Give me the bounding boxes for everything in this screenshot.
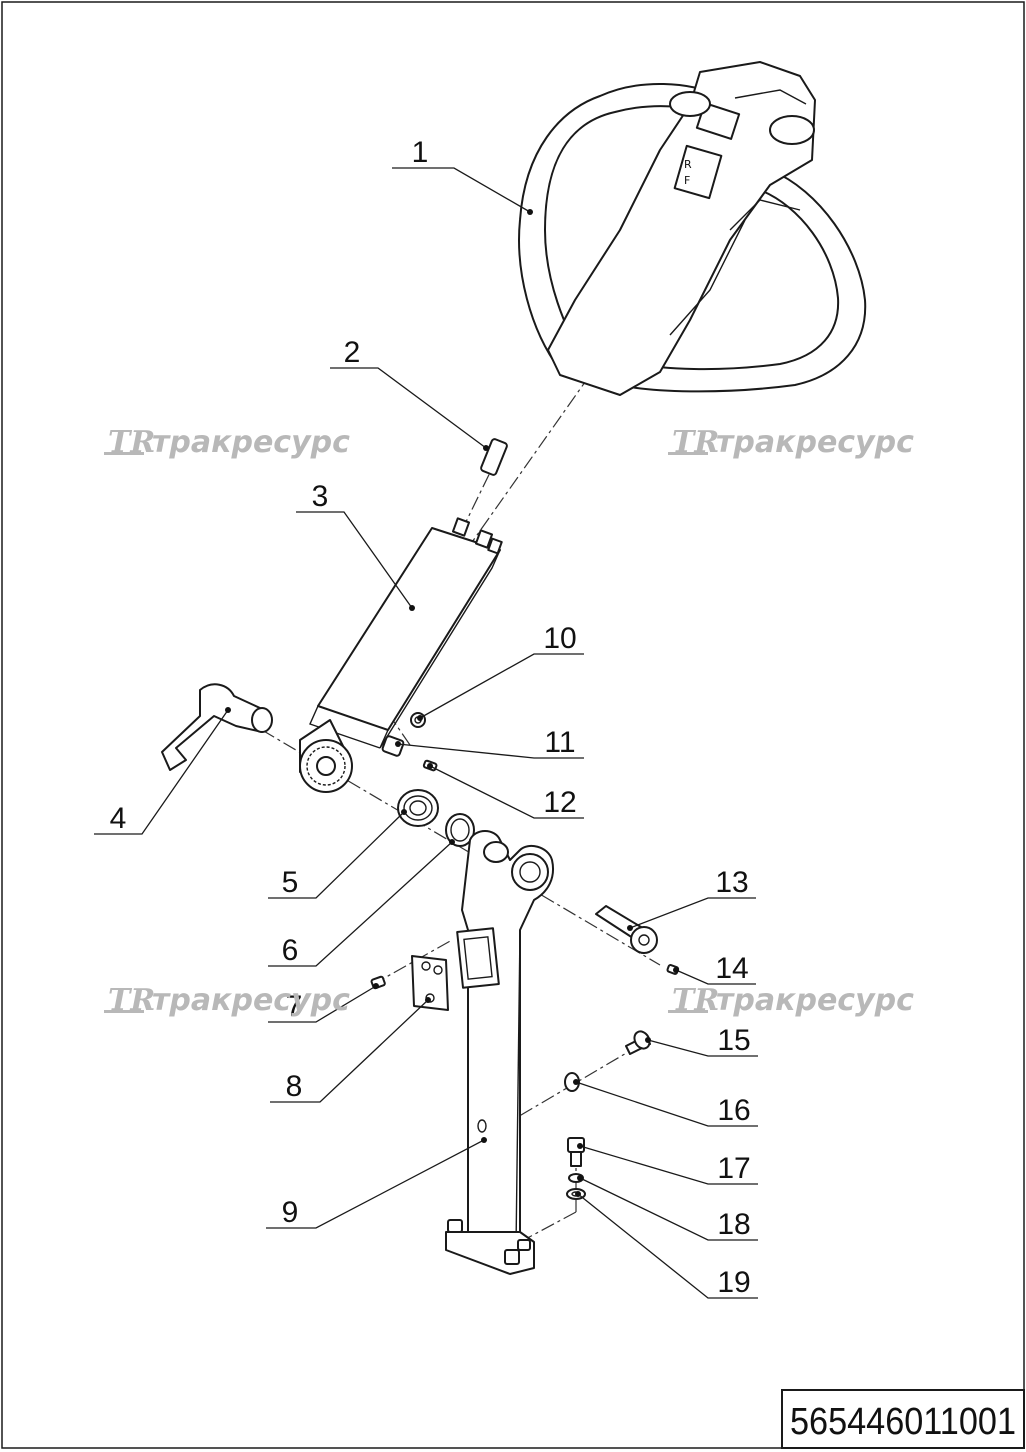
callout-17: 17 [717,1152,750,1185]
column [456,830,554,1249]
watermark-logo: TR [672,425,719,460]
mounting-plate [411,955,449,1011]
watermark-logo: TR [672,983,719,1018]
callout-10: 10 [543,622,576,655]
spring [397,789,439,827]
svg-text:R: R [684,158,692,171]
pivot-gear [299,719,353,793]
watermark-text: тракресурс [152,983,350,1018]
callout-3: 3 [312,480,329,513]
pin [480,438,508,476]
callout-19: 19 [717,1266,750,1299]
stop-block [381,735,405,757]
bolt [625,1030,651,1055]
watermark-top-right: TR тракресурс [668,425,914,460]
watermark-text: тракресурс [716,425,914,460]
lever [161,683,273,771]
watermark-bottom-left: TR тракресурс [104,983,350,1018]
watermark-top-left: TR тракресурс [104,425,350,460]
callout-18: 18 [717,1208,750,1241]
callout-7: 7 [286,990,303,1023]
watermark-text: тракресурс [152,425,350,460]
callout-1: 1 [412,136,429,169]
callout-6: 6 [282,934,299,967]
callout-8: 8 [286,1070,303,1103]
pivot-pin [595,905,658,954]
callout-2: 2 [344,336,361,369]
callout-13: 13 [715,866,748,899]
handle-head: R F [518,61,867,396]
watermark-logo: TR [108,983,155,1018]
document-number-box: 565446011001 [781,1389,1025,1449]
handle-tube [309,517,503,749]
callout-16: 16 [717,1094,750,1127]
leaders [94,167,758,1299]
svg-text:F: F [684,174,690,187]
ring [445,813,475,847]
callout-4: 4 [110,802,127,835]
callout-14: 14 [715,952,748,985]
column-base [445,1219,535,1275]
callout-5: 5 [282,866,299,899]
watermark-bottom-right: TR тракресурс [668,983,914,1018]
callout-labels: 1 2 3 4 5 6 7 8 9 10 11 12 13 14 15 16 1… [110,136,751,1299]
cap-screw [567,1137,585,1167]
watermark-text: тракресурс [716,983,914,1018]
callout-15: 15 [717,1024,750,1057]
document-number: 565446011001 [790,1401,1016,1443]
watermark-logo: TR [108,425,155,460]
callout-9: 9 [282,1196,299,1229]
callout-11: 11 [544,726,575,759]
callout-12: 12 [543,786,576,819]
